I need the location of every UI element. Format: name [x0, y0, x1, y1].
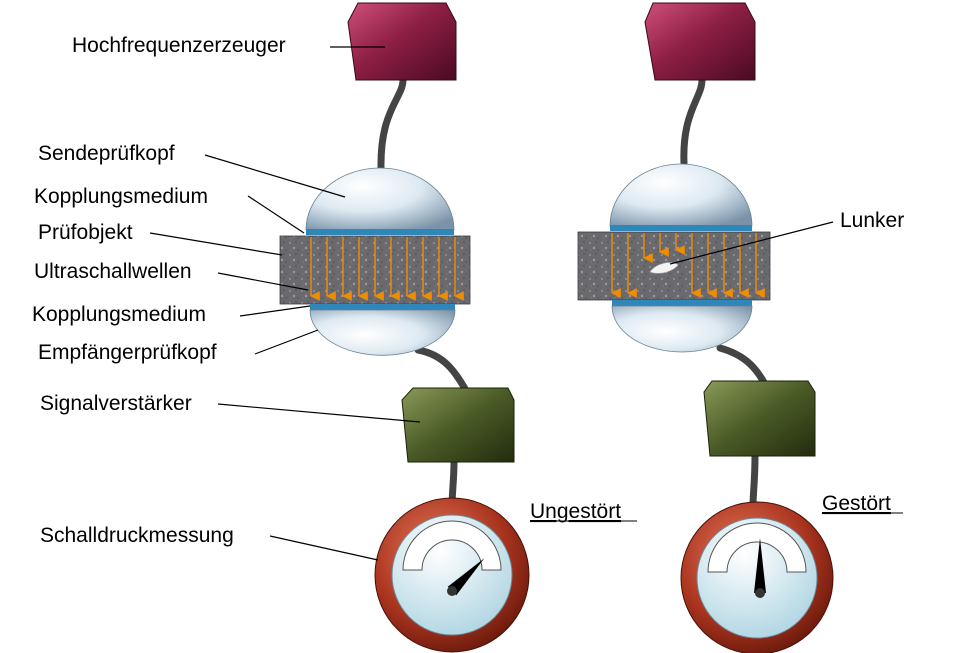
- label-void: Lunker: [840, 209, 904, 232]
- generator-box-left: [347, 2, 457, 81]
- label-generator: Hochfrequenzerzeuger: [72, 34, 286, 57]
- coupling-layer-top-left: [306, 229, 454, 235]
- gauge-scale-left: [402, 520, 502, 571]
- gauge-needle-right: [754, 538, 766, 593]
- label-test-object: Prüfobjekt: [38, 221, 133, 244]
- undisturbed-assembly: [279, 2, 530, 653]
- label-signal-amplifier: Signalverstärker: [40, 392, 192, 415]
- label-receiver-probe: Empfängerprüfkopf: [38, 341, 217, 364]
- receiver-probe-right: [611, 305, 753, 353]
- ultrasonic-waves-left: [310, 237, 464, 301]
- pressure-gauge-left: [374, 497, 530, 653]
- leader-lines: [149, 46, 834, 561]
- coupling-layer-top-right: [610, 225, 752, 231]
- amplifier-box-right: [703, 380, 816, 457]
- coupling-layer-bottom-right: [612, 300, 752, 306]
- label-coupling-bottom: Kopplungsmedium: [32, 303, 206, 326]
- gauge-needle-left: [447, 558, 485, 596]
- label-coupling-top: Kopplungsmedium: [34, 185, 208, 208]
- sender-probe-left: [305, 167, 455, 231]
- cable-receiver-amplifier-left: [414, 346, 471, 396]
- label-pressure-measurement: Schalldruckmessung: [40, 524, 234, 547]
- amplifier-box-left: [401, 387, 515, 463]
- generator-box-right: [644, 2, 756, 81]
- ultrasonic-waves-right: [611, 233, 765, 298]
- cable-generator-sender-left: [377, 76, 407, 172]
- label-ultrasonic-waves: Ultraschallwellen: [34, 260, 192, 283]
- sender-probe-right: [609, 163, 753, 227]
- disturbed-assembly: [577, 2, 834, 653]
- coupling-layer-bottom-left: [310, 304, 455, 310]
- pressure-gauge-right: [680, 501, 834, 653]
- void-defect: [649, 262, 679, 274]
- state-undisturbed: Ungestört: [530, 500, 621, 523]
- label-sender-probe: Sendeprüfkopf: [38, 142, 175, 165]
- state-disturbed: Gestört: [822, 492, 891, 515]
- cable-generator-sender-right: [680, 76, 706, 167]
- cable-amplifier-gauge-right: [749, 452, 759, 509]
- receiver-probe-left: [309, 309, 456, 356]
- gauge-scale-right: [707, 522, 807, 573]
